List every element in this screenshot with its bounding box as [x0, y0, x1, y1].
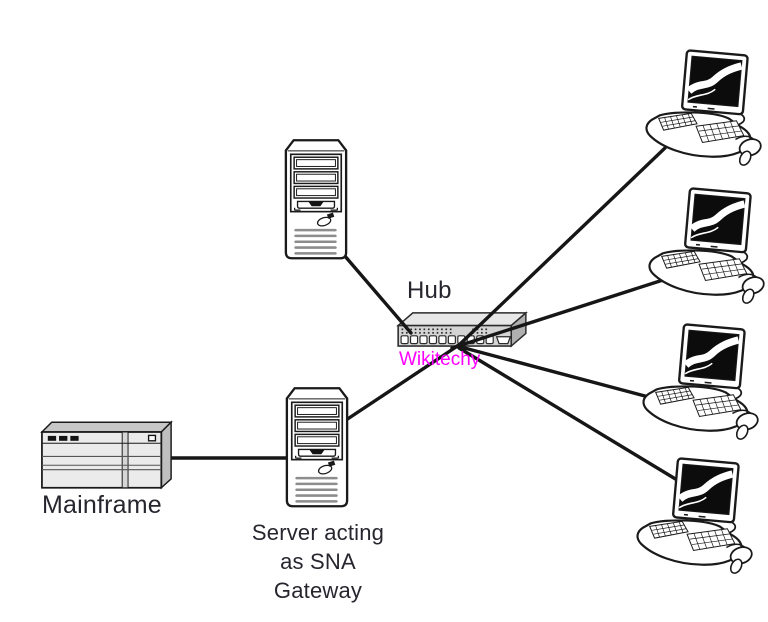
- workstation-icon: [634, 322, 762, 444]
- hub-label: Hub: [407, 277, 452, 304]
- mainframe-label: Mainframe: [42, 491, 162, 519]
- hub-device: [396, 309, 529, 353]
- edge-hub-to-workstation-3: [455, 344, 662, 402]
- workstation-1: [637, 48, 765, 175]
- workstation-3: [634, 322, 762, 449]
- mainframe-device: [39, 419, 176, 495]
- workstation-4: [628, 456, 756, 583]
- sna-gateway-label-line1: Server acting: [251, 520, 385, 545]
- workstation-icon: [637, 48, 765, 170]
- mainframe-icon: [40, 420, 173, 490]
- workstation-icon: [628, 456, 756, 578]
- workstation-2: [640, 186, 768, 313]
- hub-icon: [396, 311, 528, 348]
- sna-gateway-label-line3: Gateway: [273, 578, 363, 603]
- workstation-icon: [640, 186, 768, 308]
- wikitechy-watermark: Wikitechy: [399, 349, 481, 370]
- sna-gateway-label: Server acting as SNA Gateway: [236, 518, 400, 605]
- sna-gateway-server-device: [283, 384, 351, 515]
- tower-server-icon: [283, 384, 351, 510]
- server-device: [282, 136, 350, 267]
- sna-gateway-label-line2: as SNA: [280, 549, 356, 574]
- tower-server-icon: [282, 136, 350, 262]
